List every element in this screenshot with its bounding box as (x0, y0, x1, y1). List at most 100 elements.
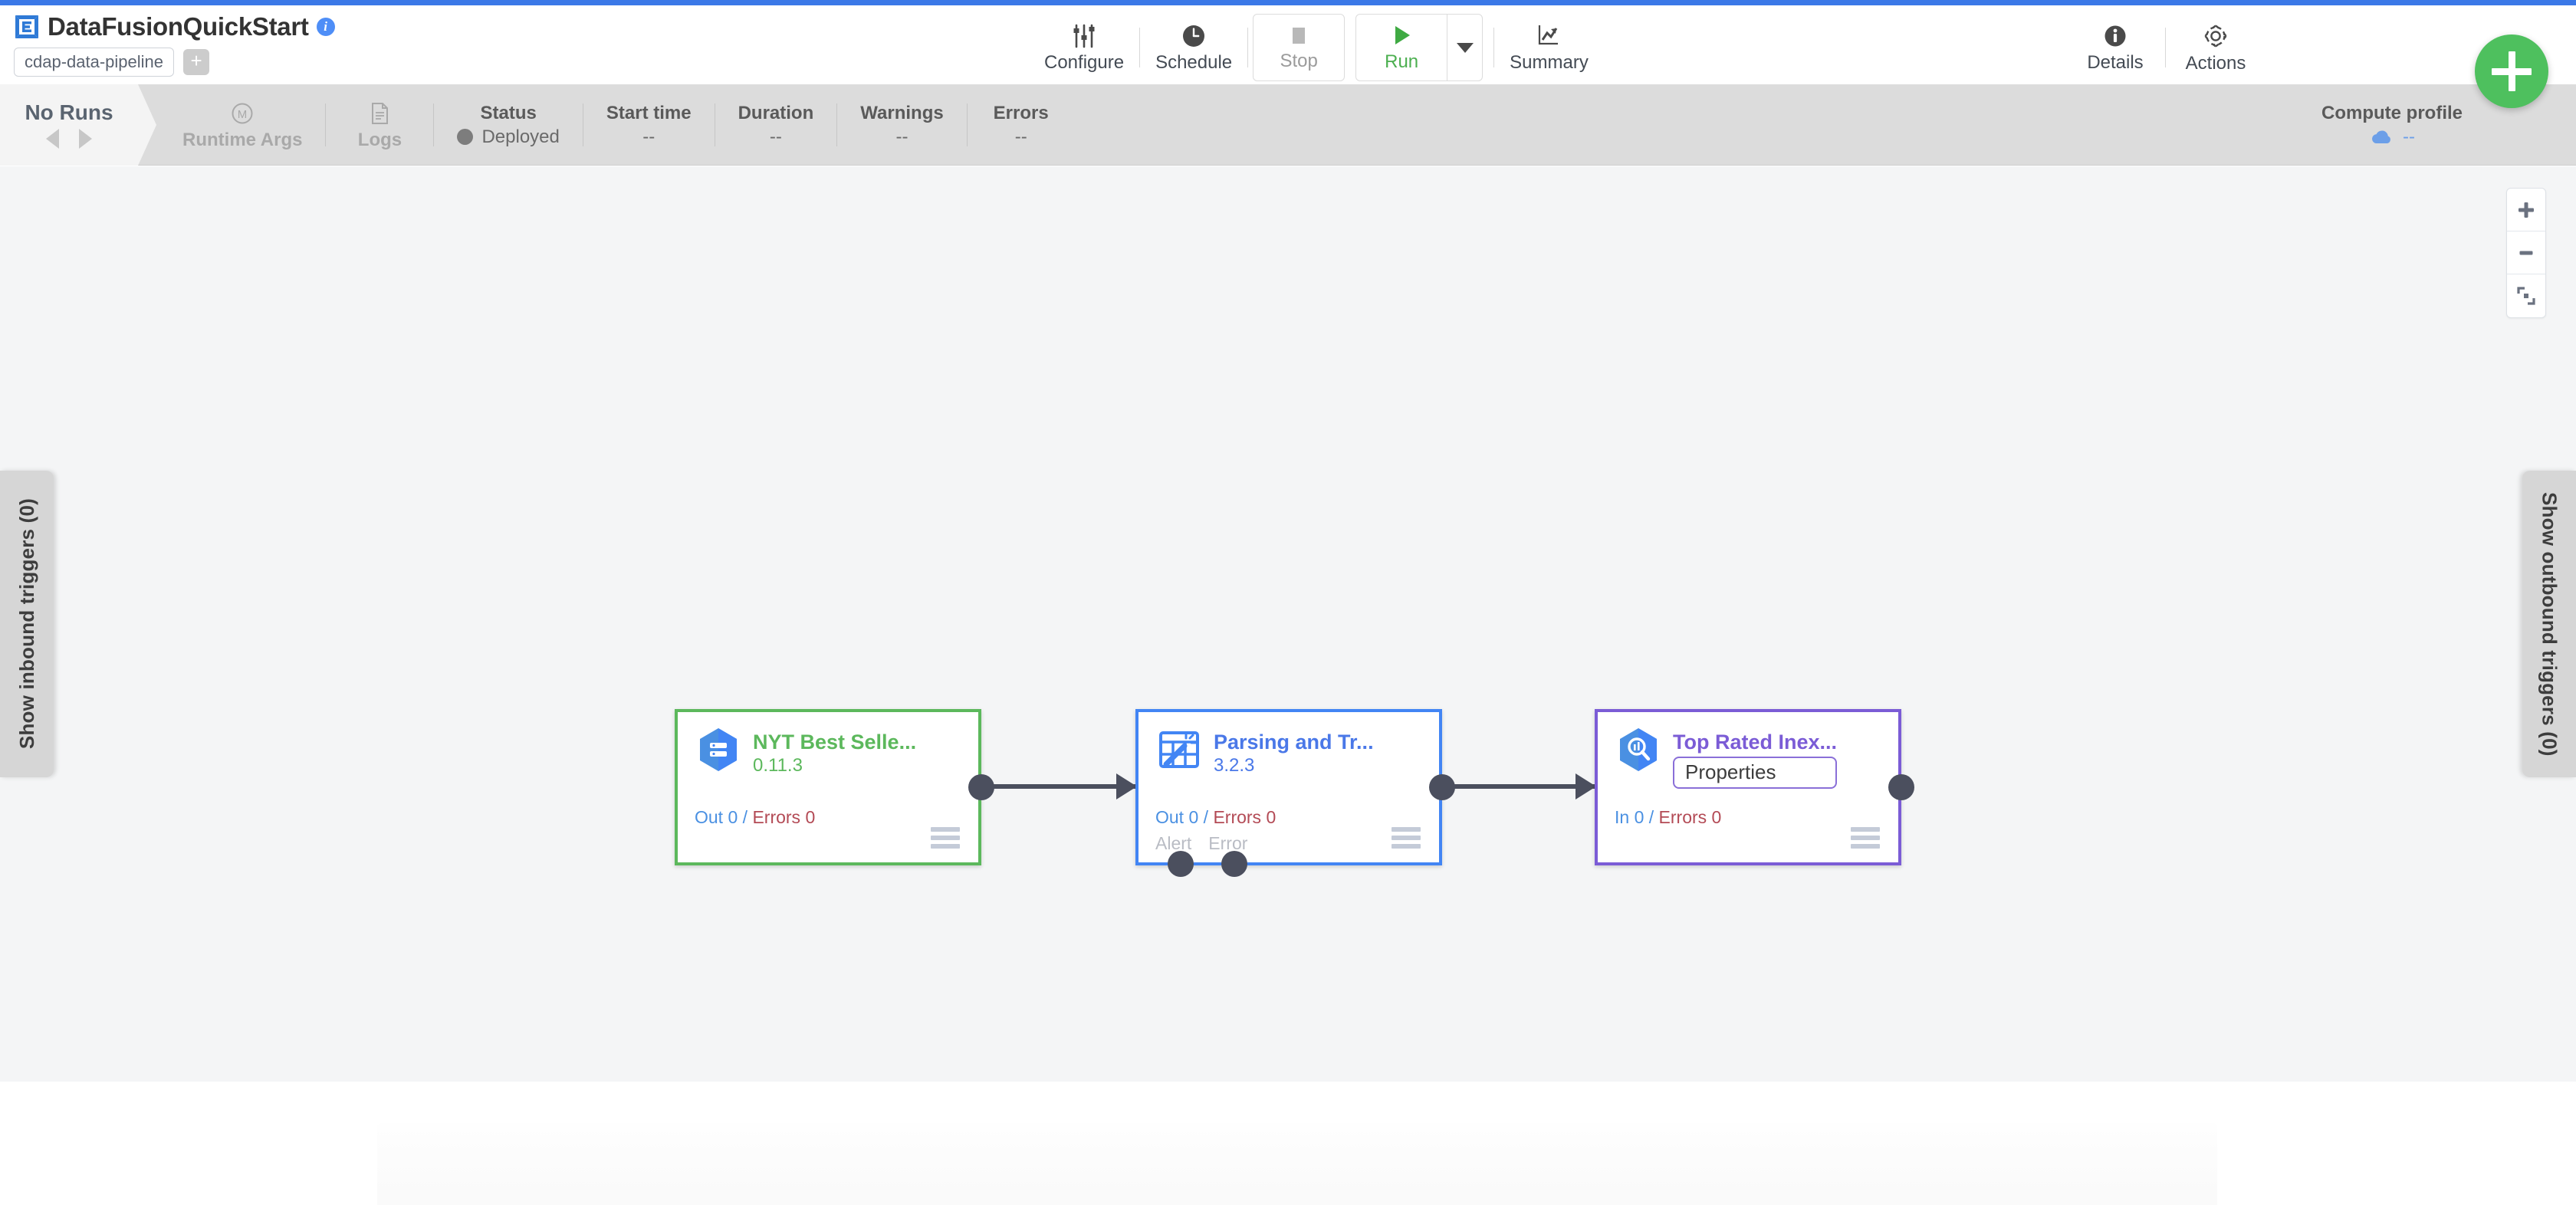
fit-to-screen-button[interactable] (2507, 274, 2545, 317)
add-tag-button[interactable]: + (183, 49, 210, 75)
run-button[interactable]: Run (1356, 15, 1447, 80)
plus-icon (2518, 202, 2534, 218)
info-circle-icon (2104, 25, 2126, 46)
node-version: 0.11.3 (753, 755, 803, 776)
node-alert-port[interactable] (1168, 851, 1194, 877)
pipeline-node-sink[interactable]: Top Rated Inex... Properties In 0 / Erro… (1595, 709, 1914, 865)
zoom-in-button[interactable] (2507, 189, 2545, 231)
clock-icon (1183, 25, 1205, 47)
start-time-value: -- (642, 126, 656, 147)
no-runs-label: No Runs (25, 100, 113, 124)
node-error-count: Errors 0 (752, 807, 816, 827)
actions-button[interactable]: Actions (2170, 16, 2261, 80)
gear-icon (2204, 25, 2227, 47)
logs-button[interactable]: Logs (326, 100, 433, 150)
node-output-port[interactable] (968, 774, 994, 800)
configure-button[interactable]: Configure (1033, 17, 1135, 79)
node-output-port[interactable] (1888, 774, 1914, 800)
summary-button[interactable]: Summary (1499, 17, 1599, 79)
hamburger-menu-icon (931, 844, 960, 849)
browser-top-strip (0, 0, 2576, 5)
inbound-triggers-tab[interactable]: Show inbound triggers (0) (0, 471, 54, 777)
hamburger-menu-icon (931, 836, 960, 840)
status-value: Deployed (481, 126, 560, 147)
stop-button[interactable]: Stop (1254, 15, 1344, 80)
toolbar-divider (2165, 28, 2166, 67)
hamburger-menu-icon (1392, 827, 1421, 832)
pipeline-title-block: DataFusionQuickStart i cdap-data-pipelin… (14, 11, 335, 77)
artifact-type-badge[interactable]: cdap-data-pipeline (14, 48, 175, 77)
cloud-icon (2372, 130, 2390, 143)
connector-source-to-transform[interactable] (977, 773, 1137, 800)
node-out-count: Out 0 (695, 807, 738, 827)
pipeline-node-source[interactable]: NYT Best Selle... 0.11.3 Out 0 / Errors … (675, 709, 994, 865)
node-error-count: Errors 0 (1213, 807, 1276, 827)
pipeline-action-toolbar: Configure Schedule Stop (1033, 11, 1599, 84)
warnings-header: Warnings (860, 102, 944, 123)
schedule-button[interactable]: Schedule (1145, 17, 1243, 79)
svg-text:M: M (238, 108, 248, 121)
start-time-metric: Start time -- (583, 103, 715, 147)
node-title: NYT Best Selle... (753, 731, 917, 754)
info-icon[interactable]: i (316, 18, 335, 36)
fit-screen-icon (2517, 287, 2535, 305)
metric-divider (325, 103, 327, 146)
arrowhead-icon (1116, 773, 1137, 800)
node-properties-tooltip[interactable]: Properties (1673, 757, 1838, 789)
metric-divider (433, 103, 435, 146)
compute-profile-metric[interactable]: Compute profile -- (2321, 84, 2463, 166)
chart-line-icon (1539, 25, 1559, 44)
zoom-out-button[interactable] (2507, 231, 2545, 274)
node-in-count: In 0 (1615, 807, 1644, 827)
status-header: Status (480, 102, 537, 123)
metric-divider (836, 103, 838, 146)
node-metrics-separator: / (1648, 807, 1654, 827)
arrow-right-icon[interactable] (79, 129, 92, 149)
outbound-triggers-tab[interactable]: Show outbound triggers (0) (2522, 471, 2576, 777)
chevron-down-icon (1456, 42, 1474, 53)
hamburger-menu-icon (1392, 844, 1421, 849)
summary-label: Summary (1510, 51, 1589, 73)
node-metrics-separator: / (742, 807, 748, 827)
warnings-metric: Warnings -- (837, 103, 966, 147)
configure-label: Configure (1044, 51, 1125, 73)
outbound-triggers-label: Show outbound triggers (0) (2538, 491, 2561, 757)
sliders-icon (1073, 24, 1095, 48)
hamburger-menu-icon (1851, 827, 1880, 832)
node-menu-button[interactable] (1851, 827, 1880, 849)
errors-value: -- (1014, 126, 1027, 147)
pipeline-top-bar: DataFusionQuickStart i cdap-data-pipelin… (0, 5, 2576, 108)
details-button[interactable]: Details (2070, 17, 2160, 79)
run-label: Run (1385, 51, 1419, 72)
node-menu-button[interactable] (1392, 827, 1421, 849)
hamburger-menu-icon (1392, 836, 1421, 840)
arrow-left-icon[interactable] (46, 129, 59, 149)
run-metrics-row: M Runtime Args Logs (159, 84, 1075, 166)
node-output-port[interactable] (1429, 774, 1455, 800)
node-title: Parsing and Tr... (1214, 731, 1374, 754)
stop-label: Stop (1280, 50, 1318, 71)
minus-icon (2519, 251, 2533, 254)
start-time-header: Start time (606, 102, 692, 123)
add-plugin-fab[interactable] (2475, 34, 2548, 108)
connector-transform-to-sink[interactable] (1438, 773, 1596, 800)
canvas-zoom-controls (2506, 188, 2546, 318)
duration-value: -- (769, 126, 782, 147)
play-triangle-icon (1395, 25, 1411, 44)
errors-header: Errors (993, 102, 1049, 123)
duration-header: Duration (738, 102, 814, 123)
node-error-port[interactable] (1221, 851, 1247, 877)
node-metrics-separator: / (1203, 807, 1209, 827)
pipeline-node-transform[interactable]: Parsing and Tr... 3.2.3 Out 0 / Errors 0… (1135, 709, 1455, 877)
page-title: DataFusionQuickStart (48, 12, 309, 41)
toolbar-divider (1139, 28, 1141, 67)
pipeline-canvas[interactable]: Show inbound triggers (0) Show outbound … (0, 166, 2576, 1082)
node-menu-button[interactable] (931, 827, 960, 849)
runtime-args-button[interactable]: M Runtime Args (159, 100, 325, 150)
bigquery-sink-icon (1620, 728, 1657, 771)
run-options-button[interactable] (1447, 15, 1482, 80)
hamburger-menu-icon (1851, 844, 1880, 849)
node-error-count: Errors 0 (1658, 807, 1722, 827)
warnings-value: -- (895, 126, 909, 147)
